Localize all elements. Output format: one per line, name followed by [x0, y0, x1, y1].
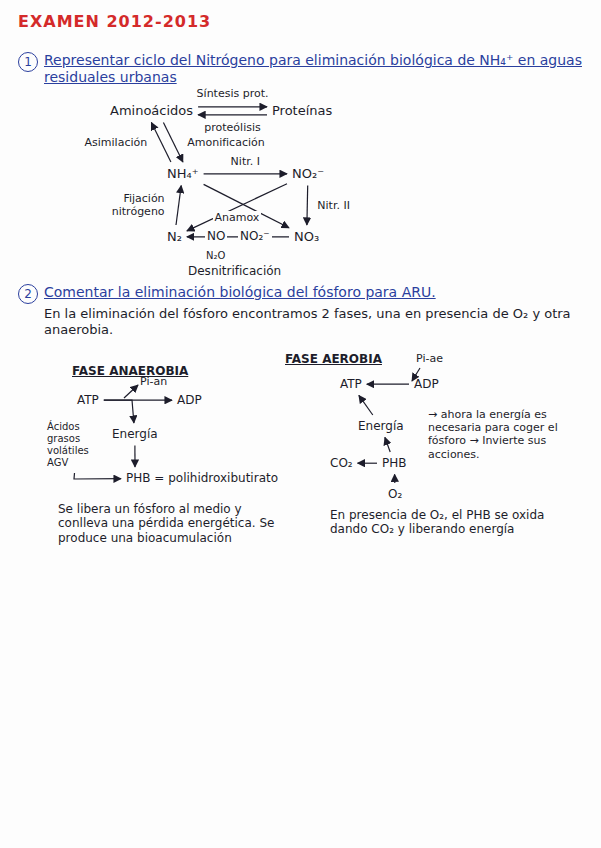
text-node: Energía [356, 418, 406, 434]
text-node: N₂ [165, 228, 184, 246]
text-node: Ácidos grasos volátiles AGV [45, 420, 109, 470]
note-text: 1 [18, 52, 38, 72]
reaction-arrow [394, 474, 395, 483]
text-node: PHB [380, 455, 409, 471]
note-text: → ahora la energía es necesaria para cog… [428, 408, 563, 461]
note-text: FASE ANAEROBIA [72, 364, 188, 378]
reaction-arrow [198, 114, 267, 115]
reaction-arrow [385, 437, 390, 452]
text-node: NO₂⁻ [290, 165, 326, 183]
note-text: Se libera un fósforo al medio y conlleva… [58, 502, 278, 545]
note-text: FASE AEROBIA [285, 352, 382, 366]
node-text: Energía [358, 419, 404, 433]
text-node: CO₂ [328, 455, 355, 471]
node-text: Energía [112, 427, 158, 441]
reaction-arrow [358, 463, 377, 464]
text-node: PHB = polihidroxibutirato [124, 470, 280, 486]
note-text: Pi-ae [416, 352, 443, 365]
node-text: O₂ [388, 487, 402, 501]
reaction-arrow [187, 184, 287, 231]
edge-label: Asimilación [83, 136, 150, 149]
text-node: ATP [75, 392, 101, 408]
text-node: ATP [338, 376, 364, 392]
text-node: Proteínas [270, 102, 334, 120]
reaction-arrow [306, 186, 308, 225]
reaction-arrow [151, 123, 171, 162]
text-node: ADP [412, 376, 441, 392]
note-text: 2 [18, 284, 38, 304]
edge-label: Anamox [213, 211, 262, 224]
reaction-arrow [74, 473, 121, 479]
phosphate-release-arrow [124, 385, 138, 398]
text-node: NH₄⁺ [165, 165, 201, 183]
note-text: Representar ciclo del Nitrógeno para eli… [44, 52, 584, 86]
note-text: NO [205, 229, 227, 243]
text-node: O₂ [386, 486, 404, 502]
note-text: NO₂⁻ [238, 229, 272, 243]
node-text: ATP [77, 393, 99, 407]
edge-label: Nitr. II [315, 199, 352, 212]
note-text: Pi-an [140, 375, 167, 388]
reaction-arrow [176, 186, 181, 225]
text-node: ADP [175, 392, 204, 408]
text-node: Aminoácidos [108, 102, 195, 120]
reaction-arrow [134, 445, 135, 467]
edge-label: Síntesis prot. [195, 87, 271, 100]
edge-label: Amonificación [185, 136, 267, 149]
text-node: Energía [110, 426, 160, 442]
note-text: En la eliminación del fósforo encontramo… [44, 306, 584, 337]
reaction-arrow [204, 184, 289, 227]
node-text: N₂ [167, 229, 182, 245]
reaction-arrow [367, 384, 409, 385]
node-text: ATP [340, 377, 362, 391]
node-text: Ácidos grasos volátiles AGV [47, 421, 107, 469]
node-text: PHB = polihidroxibutirato [126, 471, 278, 485]
edge-label: Fijación nitrógeno [91, 192, 167, 218]
node-text: Proteínas [272, 103, 332, 119]
reaction-arrow [359, 395, 373, 415]
reaction-arrow [204, 173, 287, 174]
edge-label: proteólisis [202, 121, 262, 134]
exam-title: EXAMEN 2012-2013 [18, 12, 211, 31]
node-text: PHB [382, 456, 407, 470]
node-text: ADP [177, 393, 202, 407]
node-text: CO₂ [330, 456, 353, 470]
node-text: NH₄⁺ [167, 166, 199, 182]
node-text: NO₃ [294, 229, 319, 245]
reaction-arrow [198, 106, 267, 107]
note-text: Desnitrificación [188, 264, 281, 278]
note-text: Comentar la eliminación biológica del fó… [44, 284, 584, 301]
reaction-arrow [104, 400, 134, 423]
node-text: ADP [414, 377, 439, 391]
text-node: NO₃ [292, 228, 321, 246]
node-text: NO₂⁻ [292, 166, 324, 182]
reaction-arrow [163, 123, 183, 162]
note-text: En presencia de O₂, el PHB se oxida dand… [330, 508, 565, 537]
node-text: Aminoácidos [110, 103, 193, 119]
edge-label: Nitr. I [229, 155, 262, 168]
note-text: N₂O [206, 250, 225, 262]
